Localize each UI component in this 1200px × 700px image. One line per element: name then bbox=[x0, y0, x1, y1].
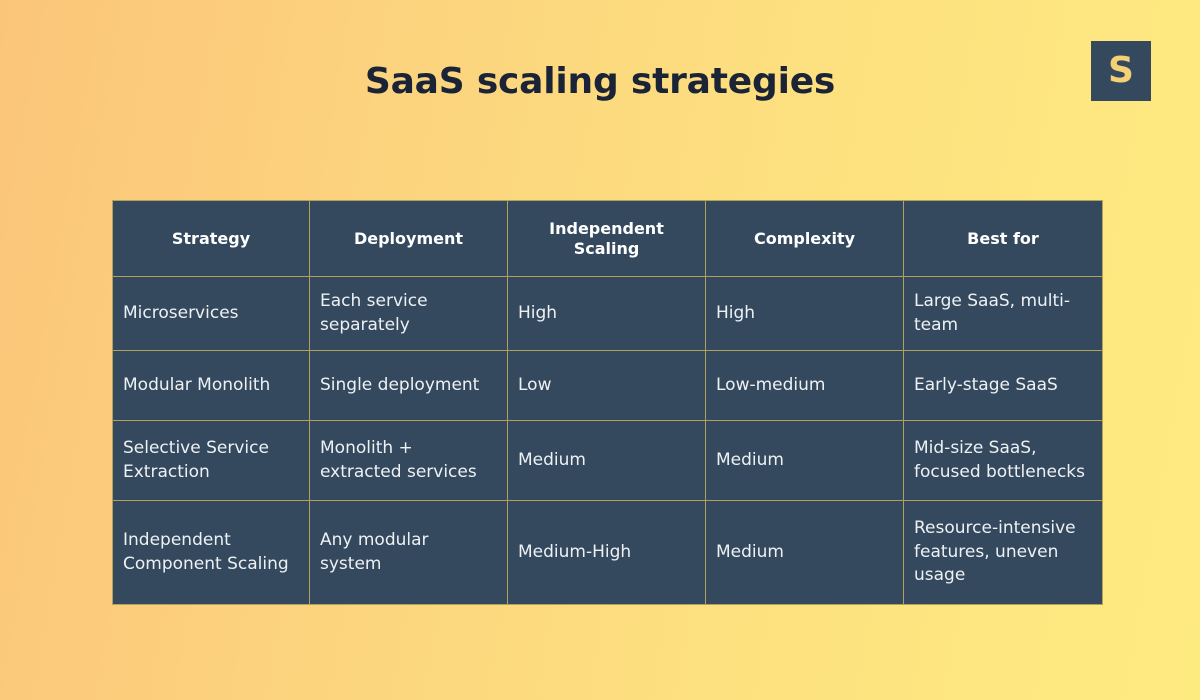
cell-deployment: Each service separately bbox=[309, 276, 508, 351]
cell-deployment: Single deployment bbox=[309, 350, 508, 421]
cell-independent-scaling: High bbox=[507, 276, 706, 351]
column-header-complexity: Complexity bbox=[705, 200, 904, 277]
cell-complexity: Medium bbox=[705, 420, 904, 501]
cell-independent-scaling: Low bbox=[507, 350, 706, 421]
column-header-independent-scaling: Independent Scaling bbox=[507, 200, 706, 277]
cell-strategy: Microservices bbox=[112, 276, 310, 351]
cell-deployment: Monolith + extracted services bbox=[309, 420, 508, 501]
comparison-table-container: Strategy Deployment Independent Scaling … bbox=[112, 200, 1103, 605]
page-title: SaaS scaling strategies bbox=[364, 61, 836, 102]
cell-complexity: Low-medium bbox=[705, 350, 904, 421]
table-header: Strategy Deployment Independent Scaling … bbox=[112, 200, 1103, 277]
table-row: Selective Service Extraction Monolith + … bbox=[112, 420, 1103, 501]
cell-strategy: Modular Monolith bbox=[112, 350, 310, 421]
column-header-strategy: Strategy bbox=[112, 200, 310, 277]
table-row: Independent Component Scaling Any modula… bbox=[112, 500, 1103, 605]
cell-best-for: Early-stage SaaS bbox=[903, 350, 1103, 421]
table-row: Modular Monolith Single deployment Low L… bbox=[112, 350, 1103, 421]
brand-logo-badge: S bbox=[1091, 41, 1151, 101]
cell-best-for: Large SaaS, multi-team bbox=[903, 276, 1103, 351]
cell-strategy: Selective Service Extraction bbox=[112, 420, 310, 501]
cell-independent-scaling: Medium-High bbox=[507, 500, 706, 605]
cell-deployment: Any modular system bbox=[309, 500, 508, 605]
table-body: Microservices Each service separately Hi… bbox=[112, 276, 1103, 605]
column-header-deployment: Deployment bbox=[309, 200, 508, 277]
cell-independent-scaling: Medium bbox=[507, 420, 706, 501]
table-header-row: Strategy Deployment Independent Scaling … bbox=[112, 200, 1103, 277]
comparison-table: Strategy Deployment Independent Scaling … bbox=[112, 200, 1103, 605]
cell-best-for: Resource-intensive features, uneven usag… bbox=[903, 500, 1103, 605]
cell-complexity: High bbox=[705, 276, 904, 351]
logo-letter: S bbox=[1108, 50, 1134, 91]
cell-complexity: Medium bbox=[705, 500, 904, 605]
table-row: Microservices Each service separately Hi… bbox=[112, 276, 1103, 351]
cell-best-for: Mid-size SaaS, focused bottlenecks bbox=[903, 420, 1103, 501]
cell-strategy: Independent Component Scaling bbox=[112, 500, 310, 605]
column-header-best-for: Best for bbox=[903, 200, 1103, 277]
